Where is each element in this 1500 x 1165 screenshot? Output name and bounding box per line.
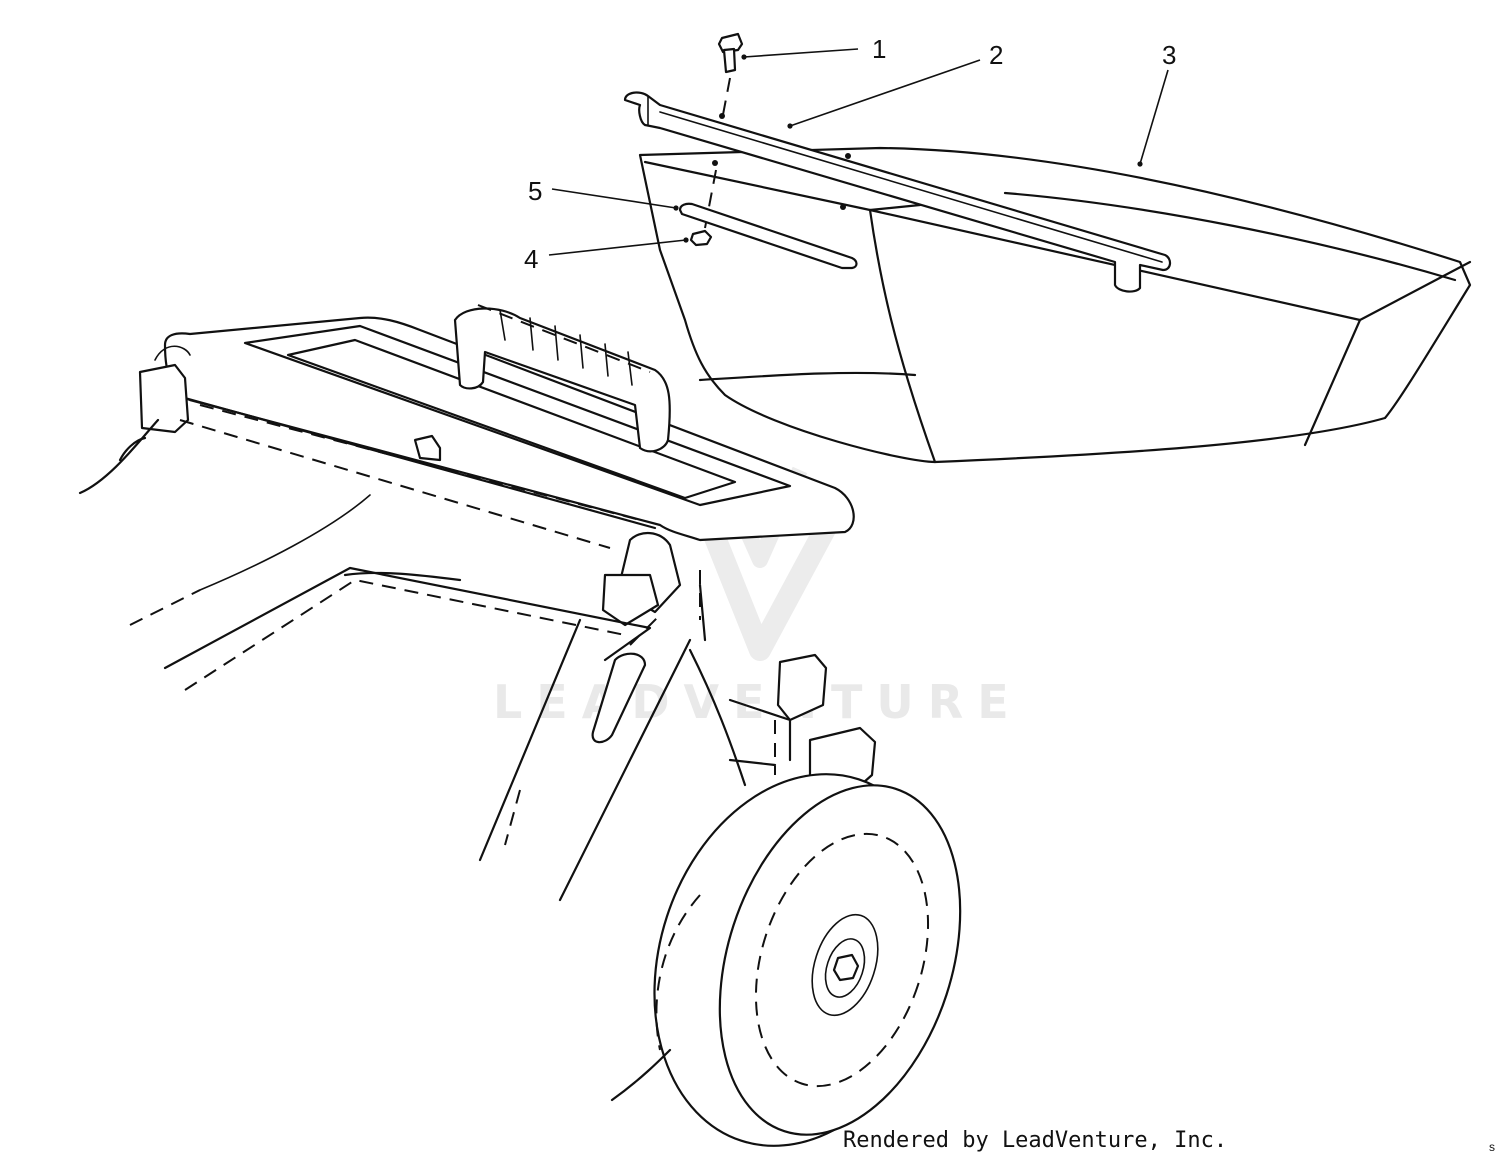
grass-bag — [638, 146, 1472, 464]
callout-1: 1 — [741, 34, 886, 64]
handle-assembly — [138, 304, 855, 627]
frame-bar — [623, 91, 1172, 293]
nut — [689, 229, 713, 247]
callout-5: 5 — [528, 176, 679, 211]
callout-2-label: 2 — [989, 40, 1003, 70]
render-credit: Rendered by LeadVenture, Inc. — [843, 1128, 1228, 1153]
wheel — [610, 773, 962, 1147]
callout-4: 4 — [524, 237, 689, 274]
callout-4-label: 4 — [524, 244, 538, 274]
watermark-text: LEADVENTURE — [493, 675, 1023, 729]
corner-mark: s — [1489, 1140, 1495, 1154]
callout-1-label: 1 — [872, 34, 886, 64]
callout-2: 2 — [787, 40, 1003, 129]
bolt — [704, 32, 744, 229]
callout-3-label: 3 — [1162, 40, 1176, 70]
plate — [678, 202, 858, 270]
callout-3: 3 — [1137, 40, 1176, 167]
callout-5-label: 5 — [528, 176, 542, 206]
